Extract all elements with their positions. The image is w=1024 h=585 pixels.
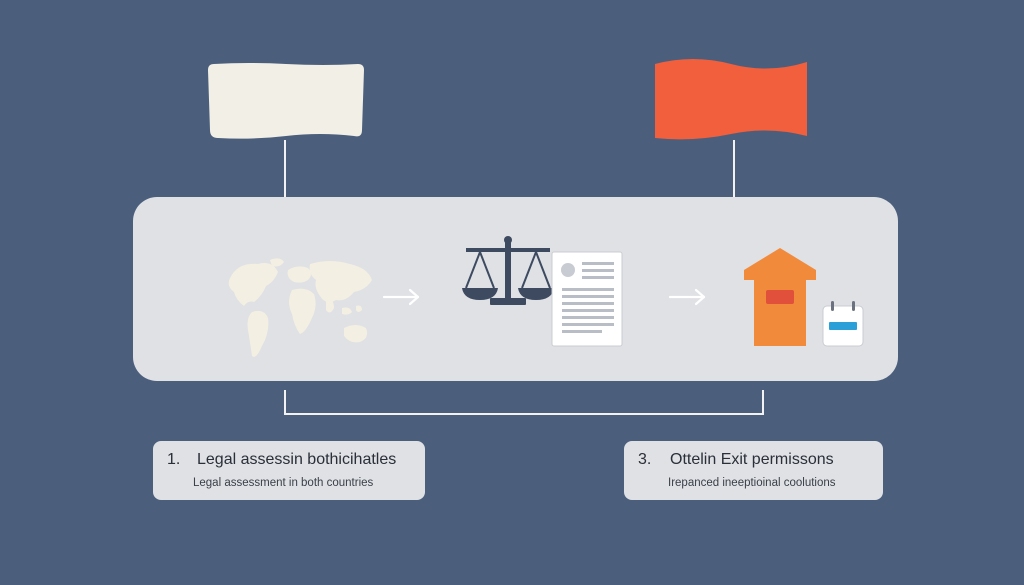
step-card-1: 1. Legal assessin bothicihatles Legal as… — [153, 441, 425, 500]
step-title: Ottelin Exit permissons — [670, 451, 834, 468]
calendar-icon — [822, 301, 864, 347]
bracket-left — [284, 390, 286, 415]
step-card-3: 3. Ottelin Exit permissons Irepanced ine… — [624, 441, 883, 500]
building-icon — [744, 248, 816, 346]
arrow-right-icon — [382, 288, 420, 306]
world-map-icon — [228, 258, 372, 357]
bracket-right — [762, 390, 764, 415]
left-country-flag-icon — [208, 63, 364, 139]
right-flag-pole — [733, 140, 735, 198]
arrow-right-icon — [668, 288, 706, 306]
step-number: 3. — [638, 451, 652, 468]
step-subtitle: Irepanced ineeptioinal coolutions — [668, 477, 836, 489]
scales-of-justice-icon — [462, 236, 554, 305]
left-flag-pole — [284, 140, 286, 198]
step-subtitle: Legal assessment in both countries — [193, 477, 374, 489]
bracket-line — [284, 413, 764, 415]
step-number: 1. — [167, 451, 181, 468]
right-country-flag-icon — [655, 59, 807, 140]
step-title: Legal assessin bothicihatles — [197, 451, 397, 468]
document-icon — [551, 251, 623, 347]
